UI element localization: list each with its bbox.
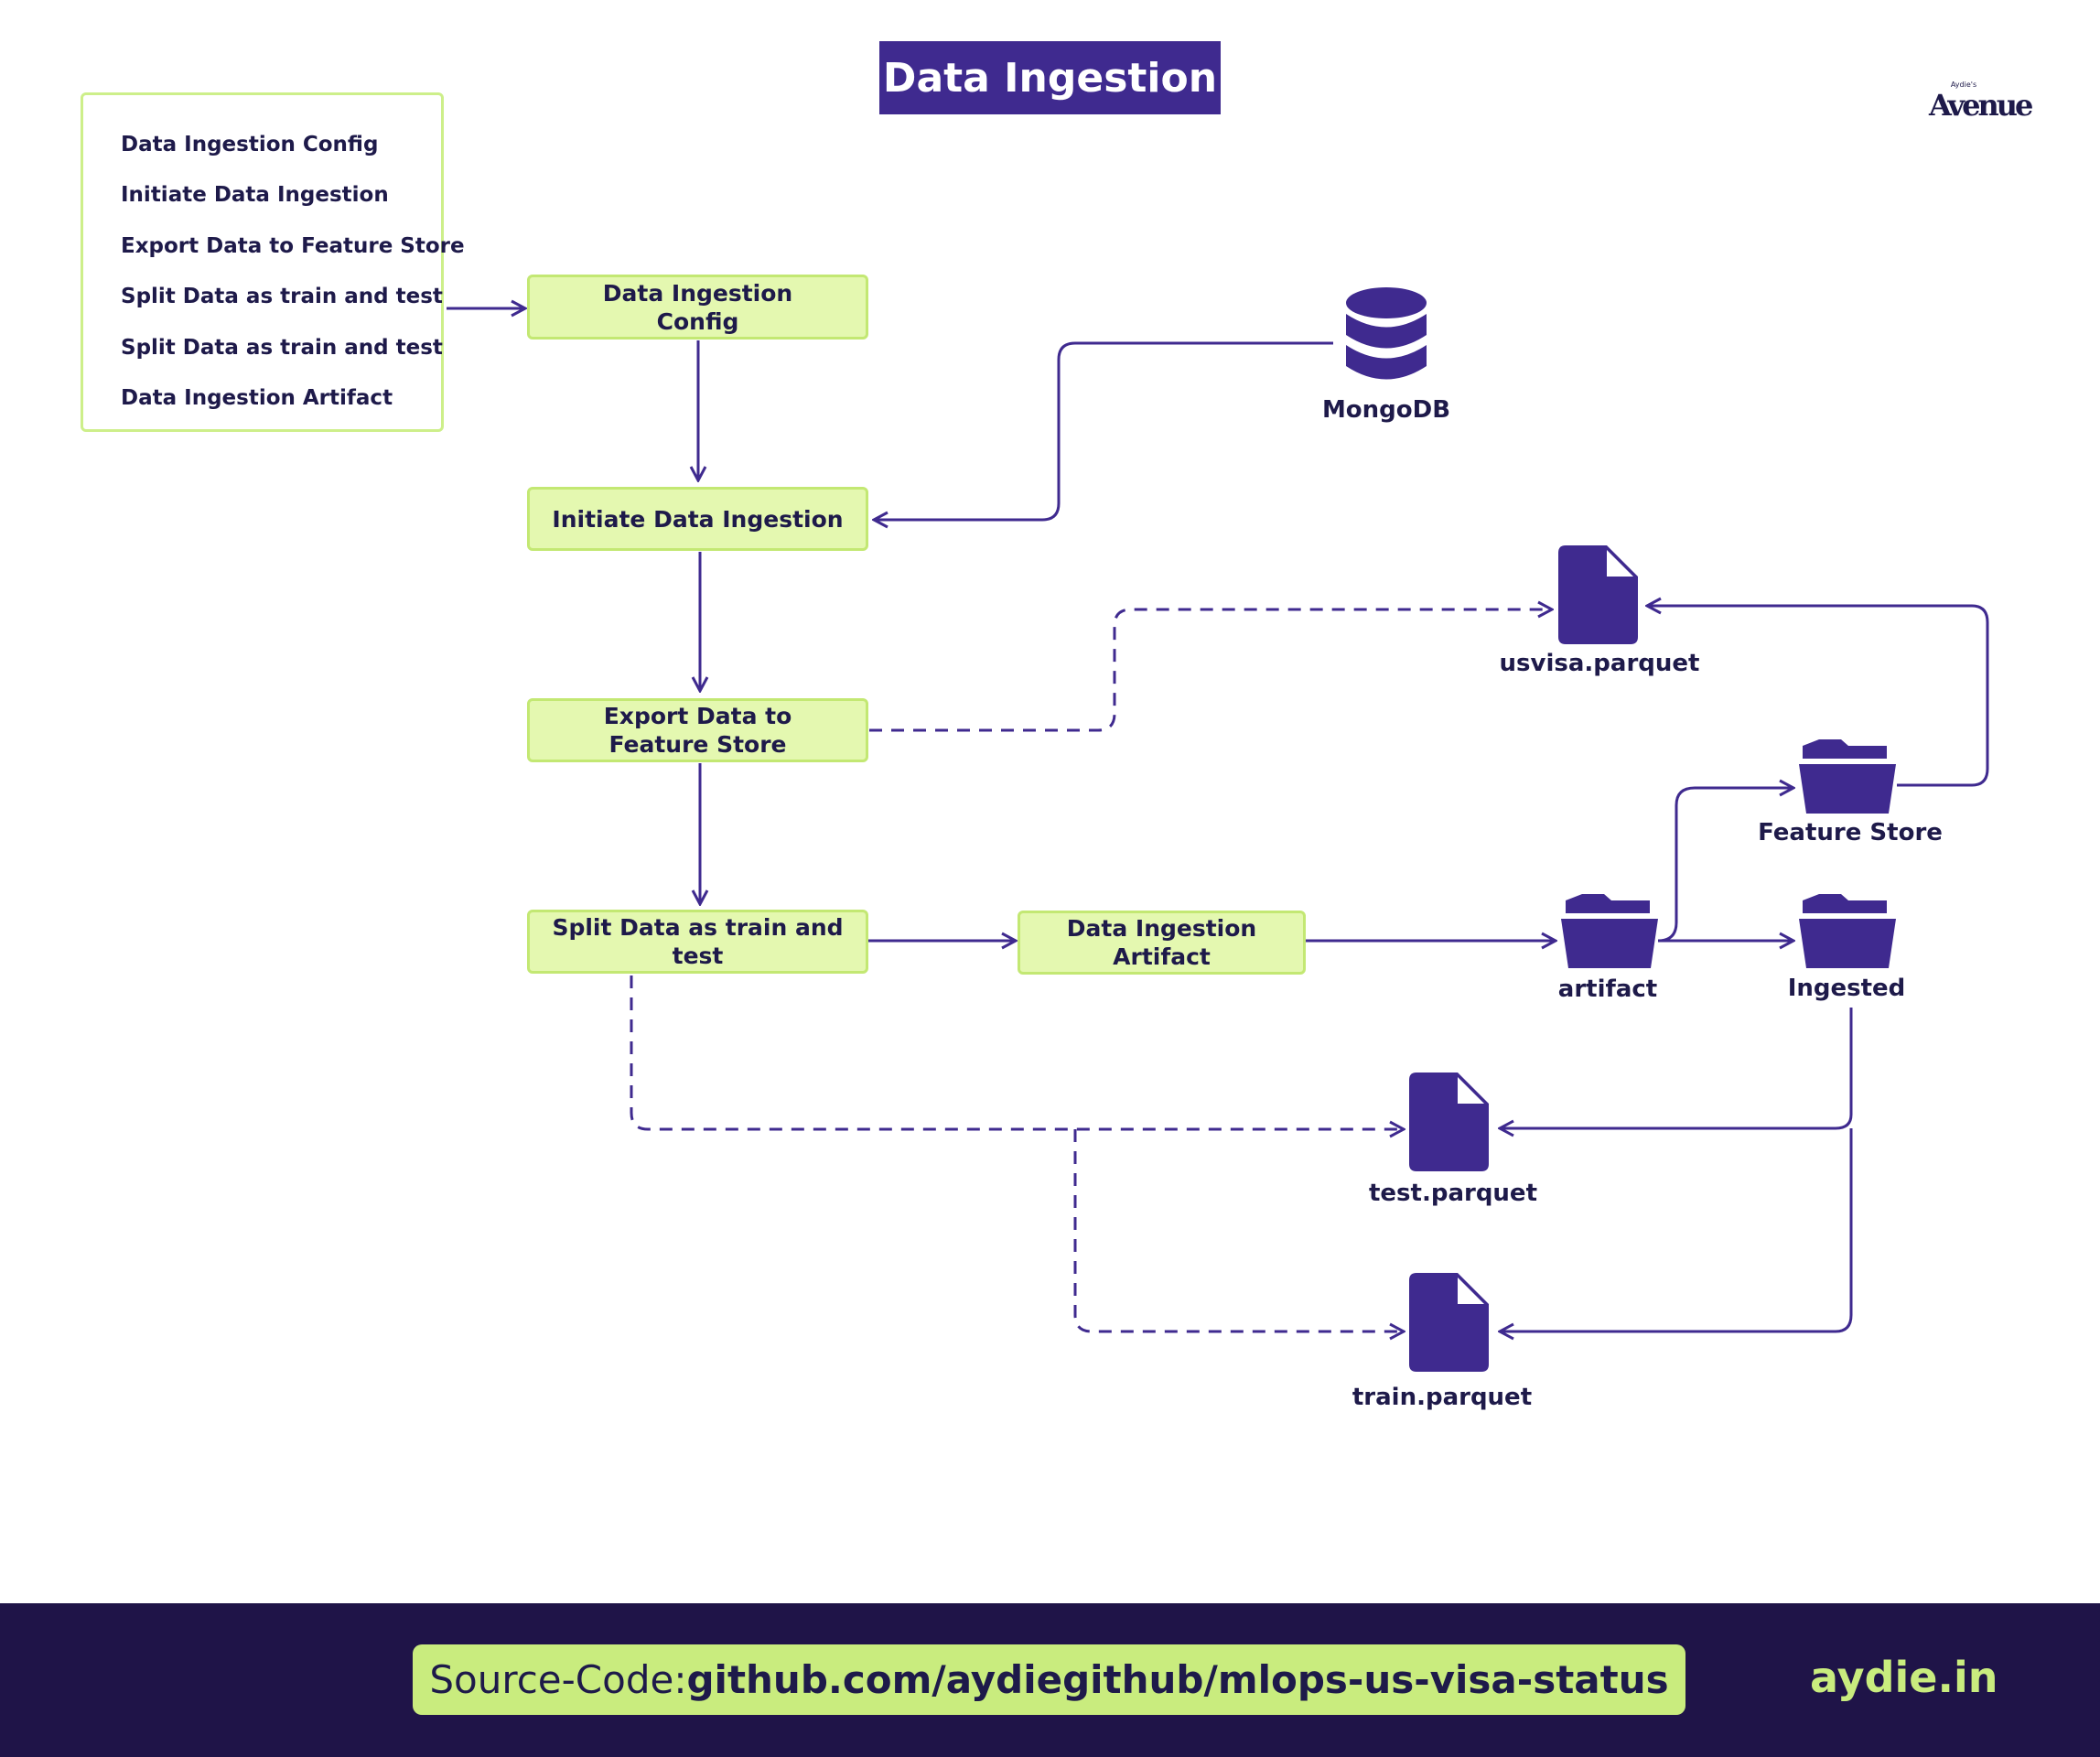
list-item: Data Ingestion Artifact bbox=[121, 386, 393, 410]
node-label: Export Data to Feature Store bbox=[603, 703, 792, 758]
edge-export-to-usvisa bbox=[869, 609, 1552, 732]
site-link[interactable]: aydie.in bbox=[1810, 1653, 1998, 1702]
list-item: Split Data as train and test bbox=[121, 336, 443, 360]
node-initiate-data-ingestion: Initiate Data Ingestion bbox=[527, 487, 868, 551]
label-usvisa-parquet: usvisa.parquet bbox=[1499, 650, 1700, 677]
node-data-ingestion-config: Data Ingestion Config bbox=[527, 275, 868, 340]
edge-split-to-test bbox=[630, 976, 1404, 1129]
label-artifact: artifact bbox=[1557, 976, 1658, 1003]
list-item: Initiate Data Ingestion bbox=[121, 183, 389, 207]
page-title: Data Ingestion bbox=[879, 41, 1221, 114]
label-feature-store: Feature Store bbox=[1758, 819, 1943, 846]
label-train-parquet: train.parquet bbox=[1352, 1384, 1533, 1411]
label-test-parquet: test.parquet bbox=[1368, 1180, 1538, 1207]
node-label: Data Ingestion Config bbox=[602, 279, 793, 335]
source-label: Source-Code: bbox=[429, 1657, 687, 1702]
edge-mongodb-to-initiate bbox=[874, 341, 1333, 520]
edge-split-to-train bbox=[1073, 1129, 1404, 1331]
file-icon bbox=[1409, 1273, 1489, 1372]
node-label: Split Data as train and test bbox=[552, 914, 844, 969]
file-icon bbox=[1409, 1073, 1489, 1171]
node-export-data-to-feature-store: Export Data to Feature Store bbox=[527, 698, 868, 762]
label-ingested: Ingested bbox=[1787, 975, 1906, 1002]
folder-icon bbox=[1799, 739, 1896, 814]
list-item: Export Data to Feature Store bbox=[121, 234, 465, 258]
source-link[interactable]: github.com/aydiegithub/mlops-us-visa-sta… bbox=[686, 1657, 1669, 1702]
label-mongodb: MongoDB bbox=[1321, 396, 1451, 424]
source-code-banner[interactable]: Source-Code: github.com/aydiegithub/mlop… bbox=[413, 1644, 1685, 1715]
edge-feature-store-to-usvisa bbox=[1647, 606, 1989, 787]
list-item: Data Ingestion Config bbox=[121, 133, 379, 156]
file-icon bbox=[1558, 545, 1638, 644]
brand-logo: Aydie's Avenue bbox=[1929, 81, 2033, 126]
edge-ingested-to-test bbox=[1500, 1008, 1853, 1128]
database-icon bbox=[1346, 287, 1427, 380]
folder-icon bbox=[1799, 894, 1896, 968]
node-data-ingestion-artifact: Data Ingestion Artifact bbox=[1018, 911, 1306, 975]
logo-text: Avenue bbox=[1929, 88, 2033, 123]
edge-artifact-to-feature-store bbox=[1657, 788, 1793, 943]
node-label: Initiate Data Ingestion bbox=[552, 505, 844, 533]
node-split-data: Split Data as train and test bbox=[527, 910, 868, 974]
steps-list-box: Data Ingestion Config Initiate Data Inge… bbox=[81, 92, 465, 432]
folder-icon bbox=[1561, 894, 1658, 968]
edge-ingested-to-train bbox=[1500, 1128, 1853, 1331]
list-item: Split Data as train and test bbox=[121, 285, 443, 308]
node-label: Data Ingestion Artifact bbox=[1066, 915, 1257, 970]
logo-small-text: Aydie's bbox=[1950, 81, 1977, 89]
